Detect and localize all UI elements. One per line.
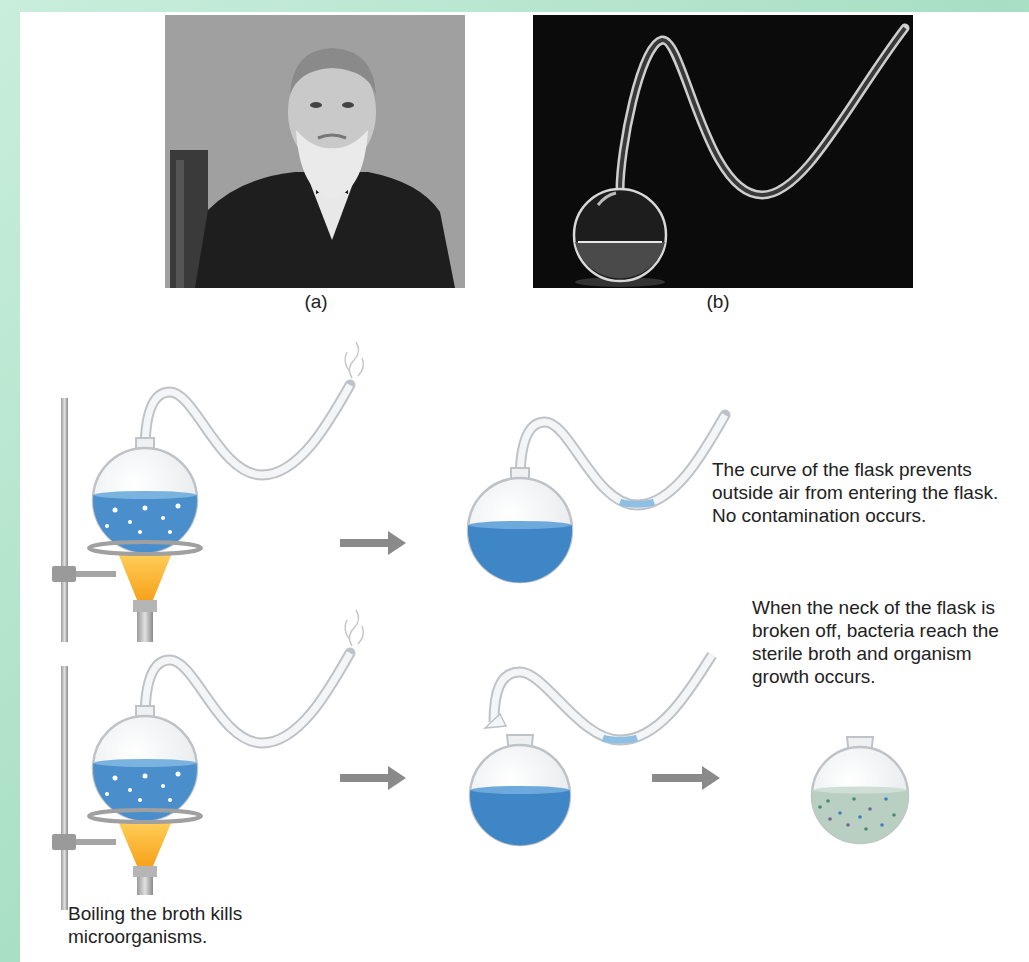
- step-note: When the neck of the flask is broken off…: [752, 596, 1024, 688]
- figure-letter: (a): [296, 290, 336, 313]
- process-arrow: [340, 766, 406, 790]
- portrait-photo: [165, 15, 465, 288]
- intact-flask: [468, 415, 725, 583]
- figure-letter: (b): [698, 290, 738, 313]
- contaminated-flask: [812, 737, 908, 843]
- broken-flask: [470, 655, 712, 845]
- step-note: Boiling the broth kills microorganisms.: [68, 902, 328, 948]
- step-note: The curve of the flask prevents outside …: [712, 458, 1024, 527]
- boiling-flask: [52, 610, 363, 910]
- flask-photo: [533, 15, 913, 288]
- process-arrow: [340, 531, 406, 555]
- process-arrow: [652, 766, 720, 790]
- boiling-flask: [52, 342, 363, 642]
